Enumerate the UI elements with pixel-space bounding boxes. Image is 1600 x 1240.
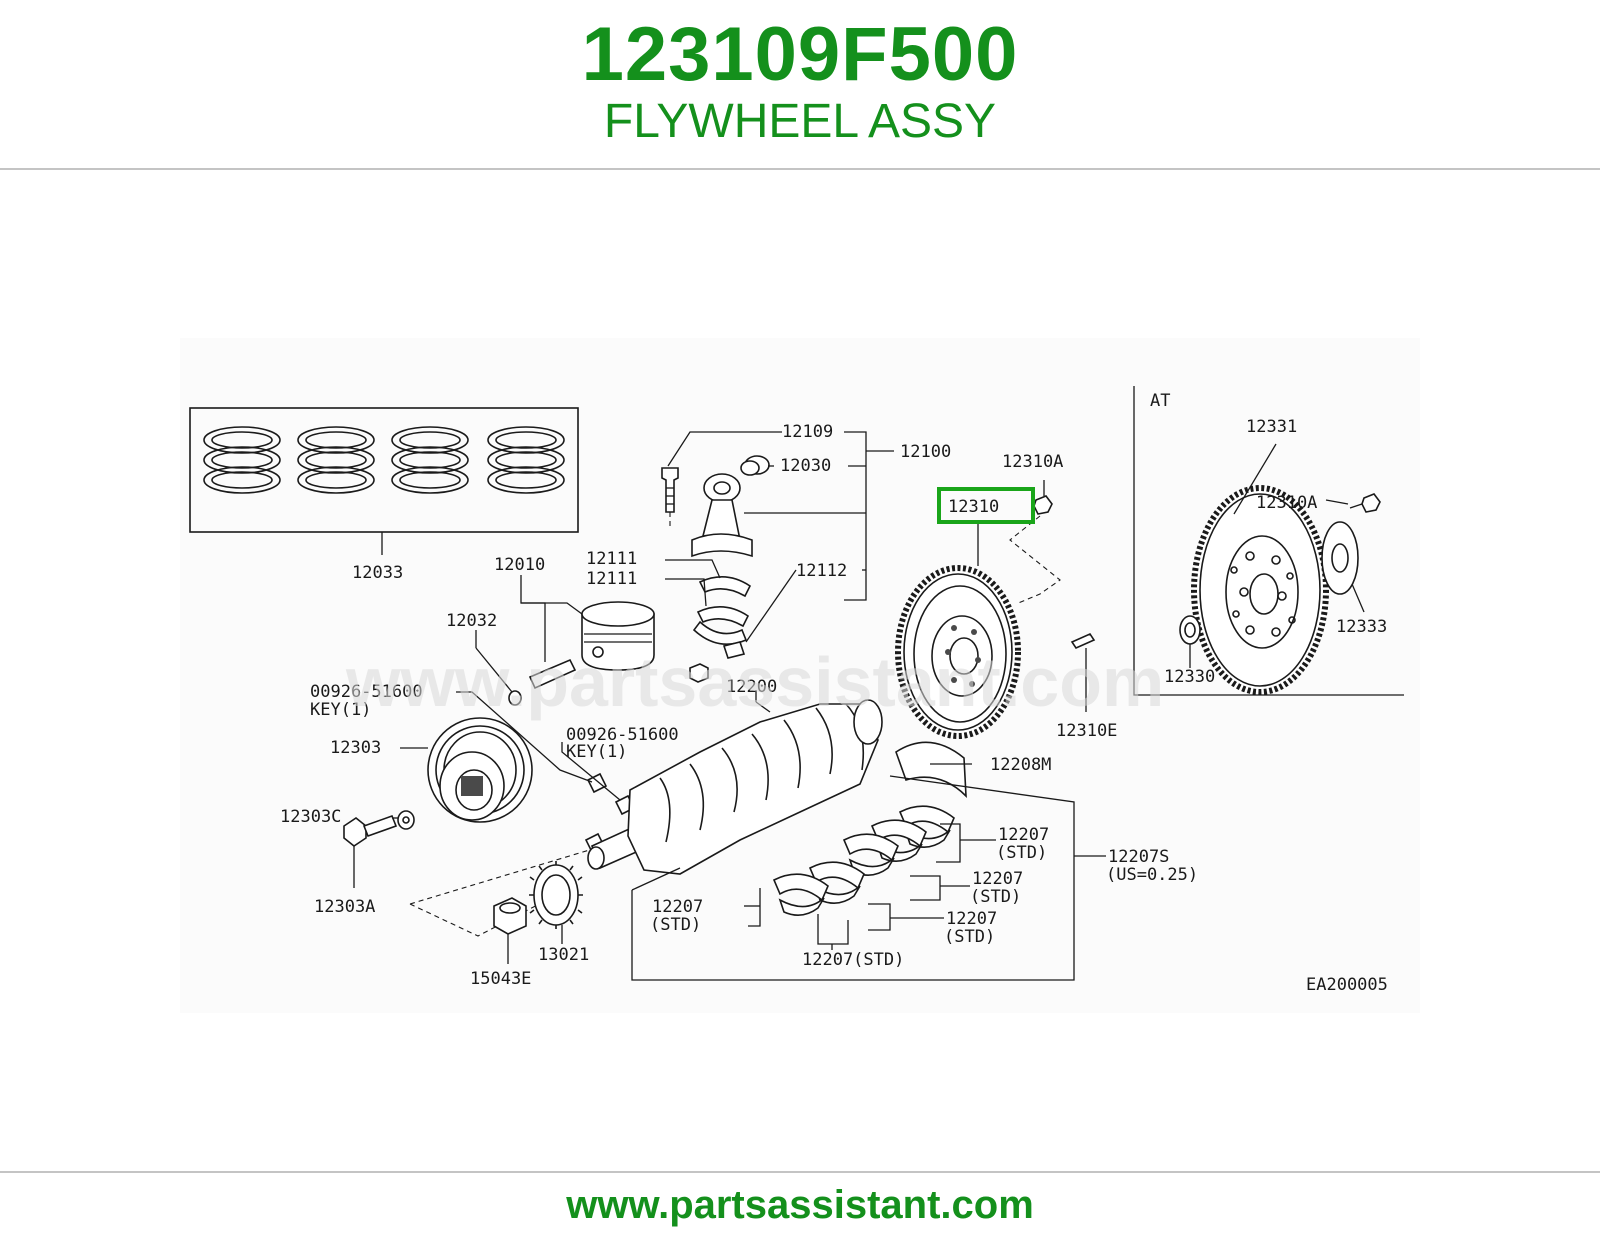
header-divider [0,168,1600,170]
figure-code: EA200005 [1306,975,1388,995]
callout-12207-4: 12207 [652,897,703,917]
callout-12303: 12303 [330,738,381,758]
flywheel-group [895,480,1096,739]
callout-12032: 12032 [446,611,497,631]
callout-12330: 12330 [1164,667,1215,687]
part-number-title: 123109F500 [581,12,1019,97]
callout-12310A: 12310A [1002,452,1063,472]
callout-12207S: 12207S [1108,847,1169,867]
callout-key-top-number: 00926-51600 [310,682,423,702]
callout-key-top-qty: KEY(1) [310,700,371,720]
callout-12310E: 12310E [1056,721,1117,741]
watermark: www.partsassistant.com [345,643,1164,721]
callout-12333: 12333 [1336,617,1387,637]
callout-key-mid-qty: KEY(1) [566,742,627,762]
callout-12033: 12033 [352,563,403,583]
callout-12303A: 12303A [314,897,375,917]
at-section-label: AT [1150,391,1170,411]
callout-12207-4-std: (STD) [650,915,701,935]
callout-12310[interactable]: 12310 [948,497,999,517]
callout-key-mid-number: 00926-51600 [566,725,679,745]
at-section-group [1133,386,1404,696]
piston-rings-group [189,407,579,555]
callout-12207-1: 12207 [998,825,1049,845]
main-bearings-group [631,775,1106,981]
callout-12109: 12109 [782,422,833,442]
diagram-background [180,338,1420,1013]
callout-12207-2: 12207 [972,869,1023,889]
highlight-box-12310[interactable] [937,487,1035,524]
website-link[interactable]: www.partsassistant.com [566,1183,1034,1227]
callout-12111-upper: 12111 [586,549,637,569]
callout-12207-1-std: (STD) [996,843,1047,863]
callout-12303C: 12303C [280,807,341,827]
callout-12331: 12331 [1246,417,1297,437]
callout-12310A-at: 12310A [1256,493,1317,513]
callout-12200: 12200 [726,677,777,697]
callout-12207-5: 12207(STD) [802,950,904,970]
piston-group [475,575,655,706]
callout-12207-2-std: (STD) [970,887,1021,907]
callout-12208M: 12208M [990,755,1051,775]
callout-12111-lower: 12111 [586,569,637,589]
connecting-rod-group [661,431,894,683]
callout-12207-3: 12207 [946,909,997,929]
crankshaft-group [493,690,883,964]
callout-12207-3-std: (STD) [944,927,995,947]
part-name-subtitle: FLYWHEEL ASSY [603,95,997,148]
callout-12010: 12010 [494,555,545,575]
footer-divider [0,1171,1600,1173]
callout-12112: 12112 [796,561,847,581]
callout-15043E: 15043E [470,969,531,989]
callout-12207S-size: (US=0.25) [1106,865,1198,885]
header: 123109F500 FLYWHEEL ASSY [0,0,1600,170]
callout-13021: 13021 [538,945,589,965]
callout-12030: 12030 [780,456,831,476]
thrust-washer-group [895,741,972,799]
callout-12100: 12100 [900,442,951,462]
